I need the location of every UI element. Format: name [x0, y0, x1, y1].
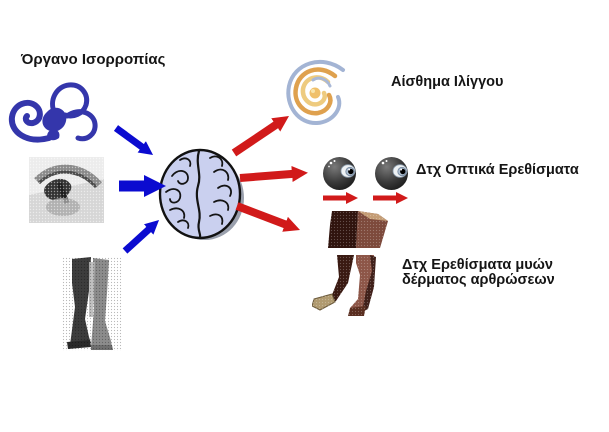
pupil-highlight — [400, 168, 403, 171]
sparkle — [328, 165, 330, 168]
vertigo-spiral-icon — [286, 59, 345, 125]
balance-organ-label: Όργανο Ισορροπίας — [21, 51, 166, 68]
blue-arrow-legs-to-brain — [122, 220, 160, 254]
spiral-core-highlight — [311, 89, 315, 93]
vestibule-lobe — [47, 129, 60, 141]
brain-body — [158, 148, 242, 240]
sparkle — [329, 161, 333, 165]
eyeball-icon-left — [323, 157, 356, 190]
pupil-highlight — [348, 168, 351, 171]
inner-ear-drawing — [8, 82, 98, 143]
spiral-core — [309, 87, 321, 99]
vertigo-sensation-label: Αίσθημα Ιλίγγου — [391, 74, 504, 90]
brain-gyri — [165, 149, 232, 239]
muscle-stimuli-line2: δέρματος αρθρώσεων — [402, 272, 555, 288]
inner-ear-icon — [8, 82, 98, 143]
spiral-arms — [286, 59, 345, 125]
brain-icon — [158, 148, 244, 240]
sparkle — [333, 160, 336, 162]
red-arrow-brain-to-eyes — [239, 165, 308, 182]
spiral-arm-blue — [286, 59, 345, 125]
muscle-stimuli-line1: Δτχ Ερεθίσματα μυών — [402, 257, 553, 273]
halftone-overlay — [312, 211, 396, 323]
sparkle — [381, 161, 385, 165]
blue-arrow-ear-to-brain — [113, 125, 154, 156]
halftone-overlay — [29, 157, 104, 223]
sparkle — [385, 160, 388, 162]
spiral-arm-orange — [293, 67, 338, 116]
legs-brown-photo — [312, 211, 396, 323]
eyeball-icon-right — [375, 157, 408, 190]
optical-stimuli-label: Δτχ Οπτικά Ερεθίσματα — [416, 162, 579, 178]
spiral-arm-yellow — [300, 75, 331, 107]
legs-gray-photo — [62, 257, 122, 351]
spiral-arc-inner — [311, 76, 332, 88]
semicircular-canal-2 — [64, 109, 98, 142]
vestibule — [42, 107, 67, 132]
halftone-overlay — [62, 257, 122, 351]
muscle-skin-joint-stimuli-label: Δτχ Ερεθίσματα μυών δέρματος αρθρώσεων — [402, 258, 555, 288]
semicircular-canal-1 — [50, 82, 90, 119]
eye-photo — [29, 157, 104, 223]
brain-midline — [195, 149, 202, 239]
cochlea-spiral — [8, 99, 52, 143]
